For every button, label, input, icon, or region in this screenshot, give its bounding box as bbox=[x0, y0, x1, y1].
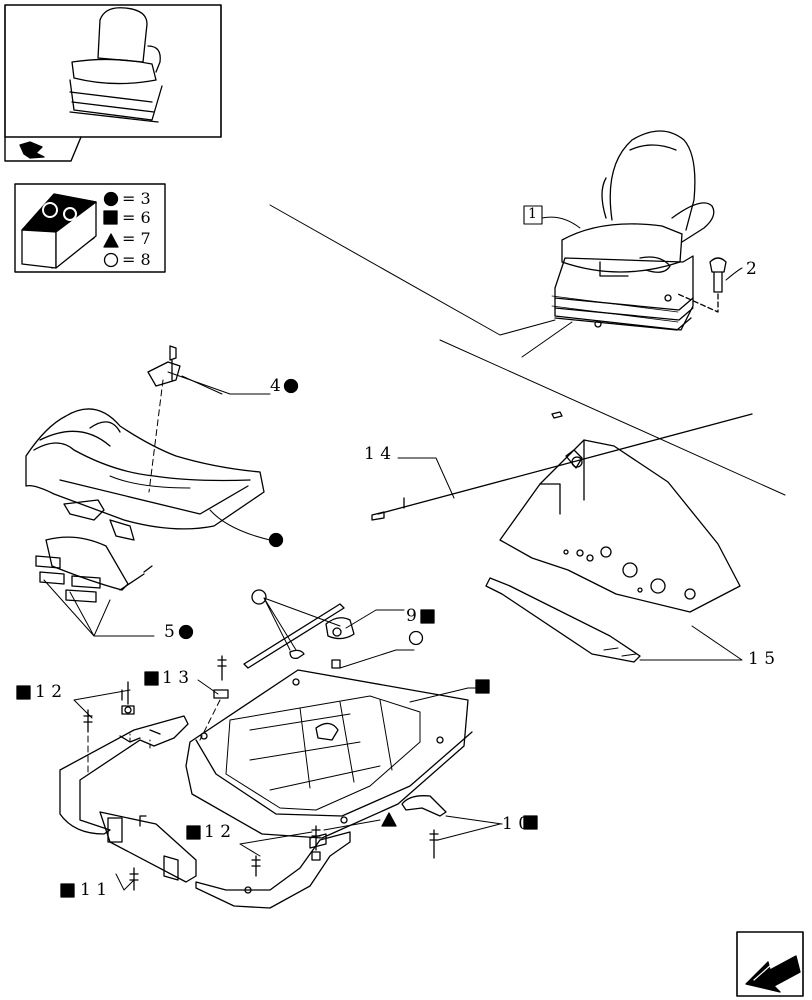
callout-plate-square-icon bbox=[475, 679, 490, 694]
callout-4: 4 bbox=[270, 376, 281, 396]
legend-item-4: = 8 bbox=[122, 250, 151, 269]
screw-13 bbox=[197, 655, 229, 741]
callout-11: 1 1 bbox=[80, 880, 108, 900]
callout-2: 2 bbox=[746, 259, 757, 279]
callout-9: 9 bbox=[406, 606, 417, 626]
callout-13-square-icon bbox=[144, 671, 159, 686]
guide-line-lower bbox=[439, 339, 786, 496]
callout-1: 1 bbox=[528, 206, 537, 222]
callout-12b: 1 2 bbox=[204, 822, 232, 842]
guide-line-mid bbox=[521, 321, 573, 358]
nav-arrow-icon[interactable] bbox=[4, 136, 82, 162]
callout-10-square-icon bbox=[523, 815, 538, 830]
callout-12b-square-icon bbox=[186, 825, 201, 840]
base-frame-plate bbox=[185, 669, 485, 839]
legend-filled-circle-icon bbox=[103, 191, 119, 207]
seat-assembly bbox=[551, 130, 715, 331]
left-rail-12 bbox=[59, 681, 197, 891]
legend-item-1: = 3 bbox=[122, 189, 151, 208]
kit-label-right: KIT bbox=[62, 232, 84, 246]
callout-4-circle-icon bbox=[283, 378, 299, 394]
callout-triangle-icon bbox=[381, 812, 397, 827]
cable-14 bbox=[371, 411, 753, 521]
legend-open-circle-icon bbox=[103, 252, 119, 268]
seat-cushion bbox=[25, 345, 271, 541]
callout-15: 1 5 bbox=[748, 649, 776, 669]
callout-12a-square-icon bbox=[16, 685, 31, 700]
support-bracket-15 bbox=[485, 439, 743, 663]
legend-frame bbox=[14, 183, 166, 273]
right-rail-12 bbox=[195, 819, 381, 909]
latch-spring-9 bbox=[243, 597, 415, 669]
next-page-arrow-icon[interactable] bbox=[736, 931, 804, 997]
callout-9-square-icon bbox=[420, 609, 435, 624]
latch-10 bbox=[401, 795, 503, 859]
callout-12a: 1 2 bbox=[35, 682, 63, 702]
legend-item-2: = 6 bbox=[122, 208, 151, 227]
kit-label-left: KIT bbox=[28, 232, 50, 246]
callout-10: 1 0 bbox=[502, 814, 530, 834]
guide-line-upper bbox=[269, 204, 556, 336]
kit-box-icon bbox=[21, 193, 97, 269]
bolt-2 bbox=[677, 257, 743, 313]
callout-5-circle-icon bbox=[178, 624, 194, 640]
callout-14: 1 4 bbox=[364, 444, 392, 464]
callout-circle-open-b-icon bbox=[408, 630, 424, 646]
callout-11-square-icon bbox=[60, 883, 75, 898]
callout-cushion-circle-icon bbox=[268, 532, 284, 548]
callout-box-1 bbox=[523, 205, 543, 225]
seat-thumbnail[interactable] bbox=[4, 4, 222, 138]
callout-circle-open-a-icon bbox=[251, 589, 267, 605]
legend-item-3: = 7 bbox=[122, 229, 151, 248]
callout-13: 1 3 bbox=[162, 668, 190, 688]
legend-filled-square-icon bbox=[103, 210, 118, 225]
cushion-brackets bbox=[35, 536, 155, 637]
legend-filled-triangle-icon bbox=[103, 233, 119, 248]
callout-5: 5 bbox=[164, 622, 175, 642]
